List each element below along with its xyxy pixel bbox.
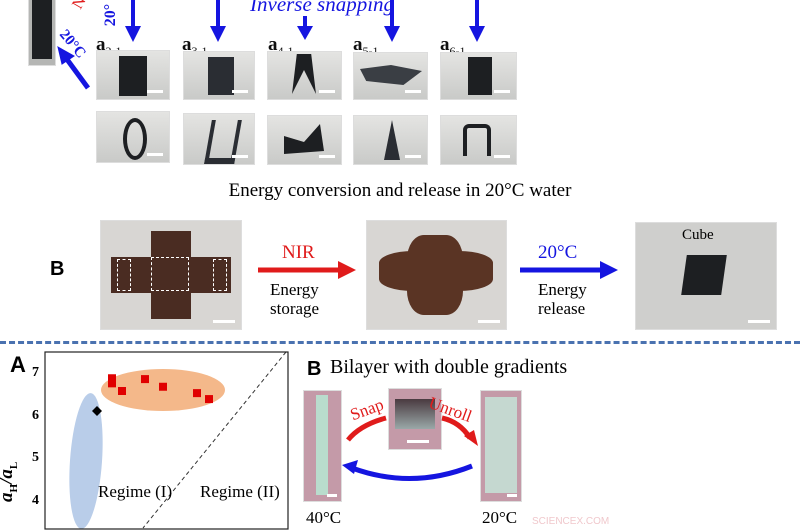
photo-a6-top (440, 52, 517, 100)
photo-a2-top (96, 50, 170, 100)
square-data-point (108, 379, 116, 388)
photo-a5-top (353, 52, 428, 100)
y-tick-label: 6 (32, 407, 39, 423)
section-caption: Energy conversion and release in 20°C wa… (228, 180, 572, 201)
release-arrow (520, 261, 618, 279)
up-left-arrow (57, 46, 91, 90)
initial-strip-photo (28, 0, 56, 66)
bilayer-title: Bilayer with double gradients (330, 356, 568, 378)
cube-photo: Cube (635, 222, 777, 330)
temp-40c-label: 40°C (306, 508, 342, 527)
photo-a6-side (440, 115, 517, 165)
regime-boundary-line (142, 351, 287, 529)
nir-label: NIR (282, 242, 315, 263)
diamond-data-point (92, 405, 102, 416)
inverse-snapping-heading: Inverse snapping (250, 0, 395, 16)
return-arrow (342, 460, 473, 481)
bilayer-snap-photo (388, 388, 442, 450)
watermark: SCIENCEX.COM (532, 516, 610, 527)
photo-a5-side (353, 115, 428, 165)
y-tick-label: 7 (32, 365, 39, 380)
down-arrows (125, 0, 485, 42)
regime-one-region (69, 393, 103, 529)
photo-a2-side (96, 111, 170, 163)
release-temp-label: 20°C (538, 242, 578, 263)
bilayer-20c-photo (480, 390, 522, 502)
row-b-label: B (50, 258, 65, 280)
plot-frame (44, 351, 289, 530)
y-tick-label: 5 (32, 450, 39, 465)
y-tick-label: 4 (32, 492, 39, 508)
photo-a3-top (183, 51, 255, 100)
photo-a3-side (183, 113, 255, 165)
square-data-point (108, 374, 116, 383)
bilayer-panel-label: B (307, 358, 322, 380)
square-data-point (159, 382, 167, 391)
square-data-point (193, 389, 201, 398)
photo-a4-top (267, 51, 342, 100)
section-divider (0, 341, 800, 344)
folded-sheet-photo (366, 220, 507, 330)
cross-sheet-photo (100, 220, 242, 330)
bilayer-40c-photo (303, 390, 342, 502)
chart-panel-label: A (10, 352, 26, 377)
square-data-point (205, 395, 213, 404)
nir-arrow (258, 261, 356, 279)
temp-20c-label: 20°C (482, 508, 518, 527)
square-data-point (141, 375, 149, 384)
snap-unroll-arrow (346, 415, 478, 446)
regime-two-label: Regime (II) (200, 482, 280, 501)
square-data-point (118, 387, 126, 395)
cube-label: Cube (682, 227, 714, 243)
regime-one-label: Regime (I) (98, 482, 173, 501)
photo-a4-side (267, 115, 342, 165)
